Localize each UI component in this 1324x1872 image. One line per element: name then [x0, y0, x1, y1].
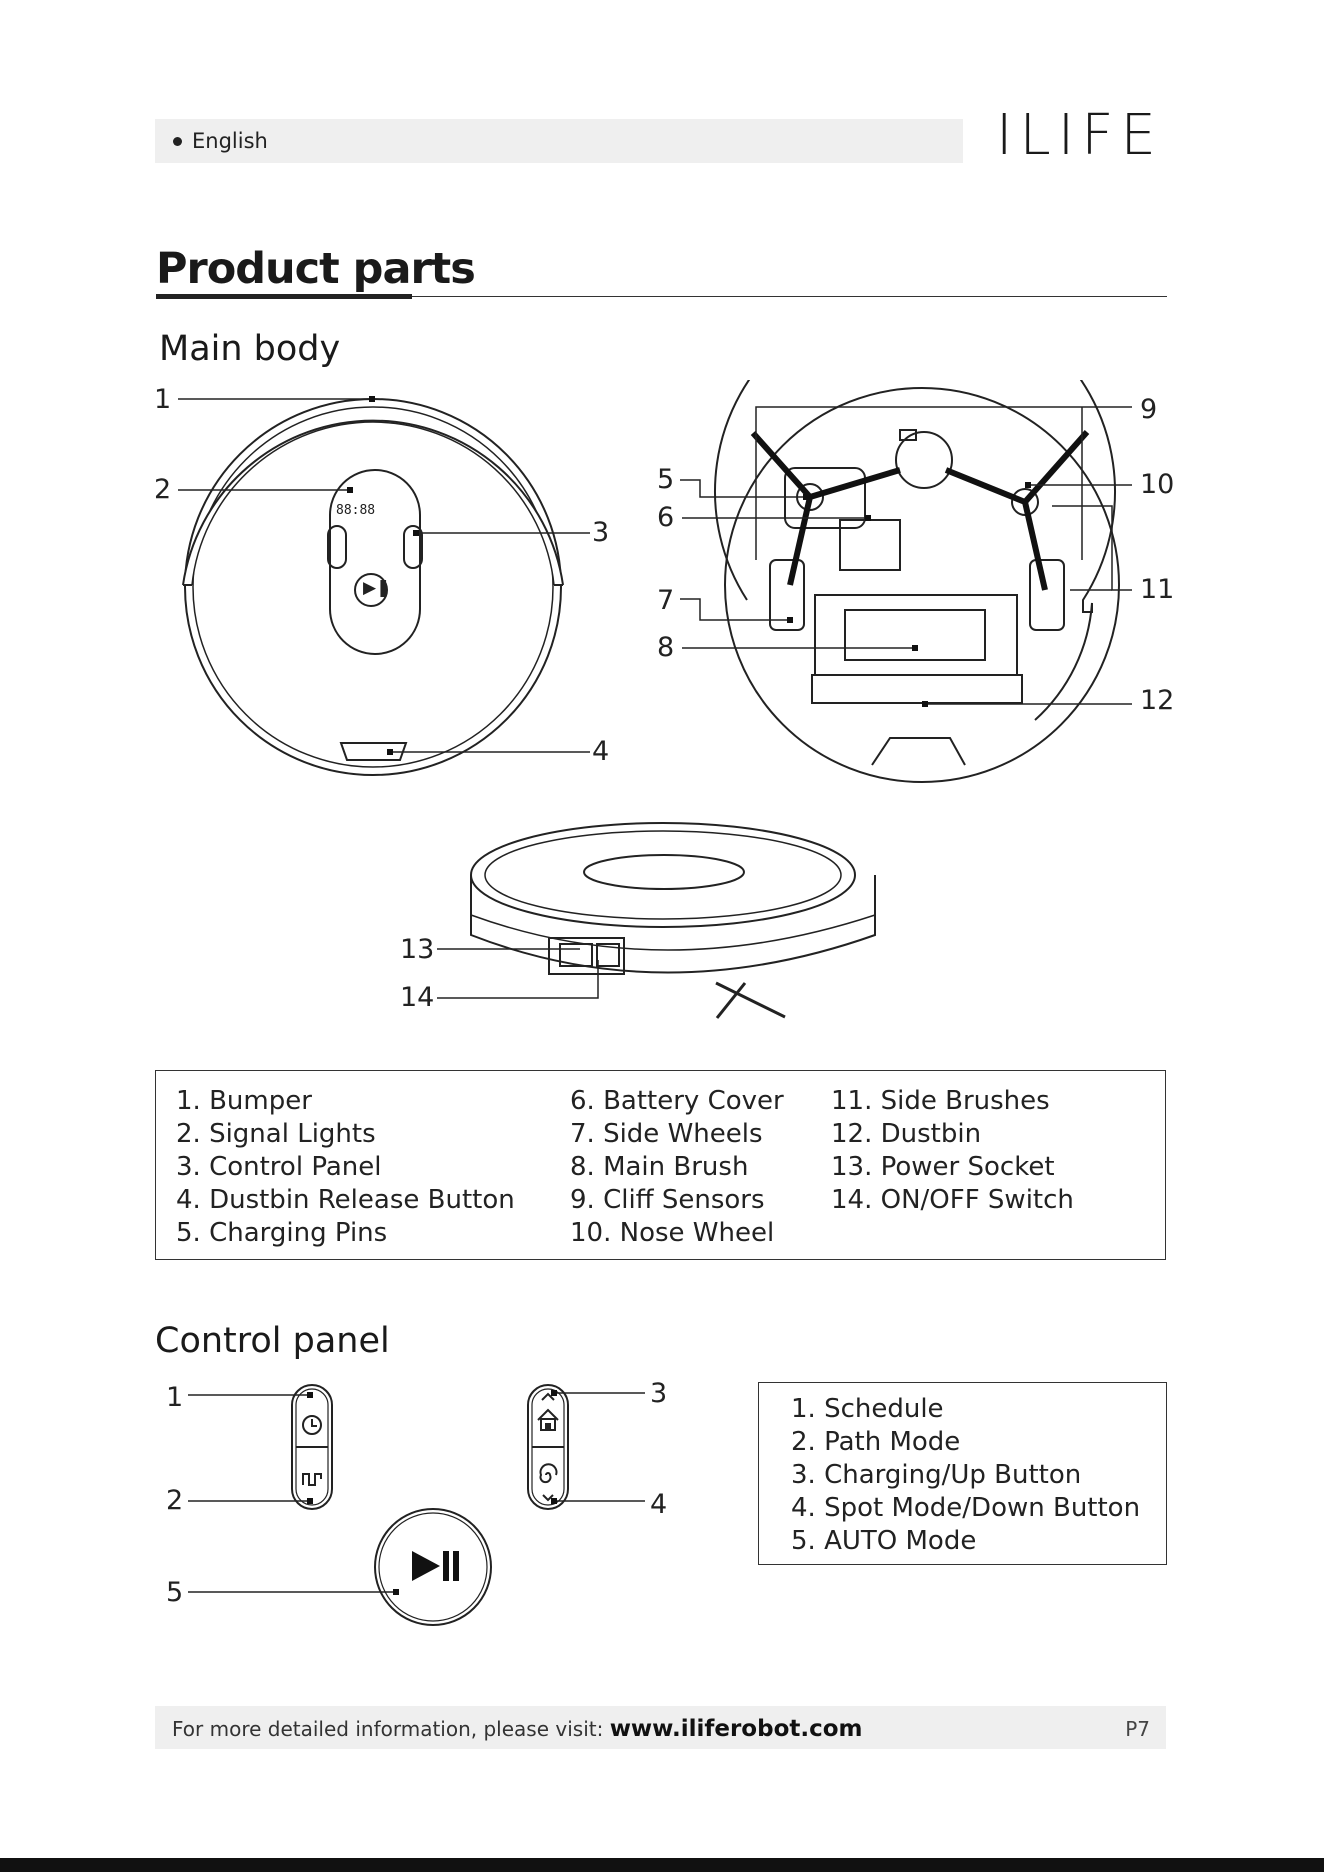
legend-column-3: 11. Side Brushes 12. Dustbin 13. Power S… — [831, 1085, 1074, 1217]
parts-legend: 1. Bumper 2. Signal Lights 3. Control Pa… — [155, 1070, 1166, 1260]
spiral-icon — [539, 1463, 558, 1502]
legend-item: 11. Side Brushes — [831, 1086, 1050, 1116]
legend-item: 12. Dustbin — [831, 1119, 982, 1149]
cp-callout-2: 2 — [166, 1485, 184, 1516]
legend-column-2: 6. Battery Cover 7. Side Wheels 8. Main … — [570, 1085, 784, 1250]
signal-lights-display: 88:88 — [336, 503, 376, 518]
language-bar: English — [155, 119, 963, 163]
callout-7: 7 — [657, 585, 675, 616]
legend-item: 2. Path Mode — [791, 1427, 961, 1457]
robot-side-view — [470, 822, 876, 1019]
path-icon — [302, 1473, 322, 1486]
robot-top-view — [182, 398, 564, 776]
clock-icon — [302, 1415, 322, 1435]
main-body-diagram — [178, 380, 1132, 1019]
cp-callout-3: 3 — [650, 1378, 668, 1409]
brand-logo: ILIFE — [996, 103, 1163, 168]
legend-item: 2. Signal Lights — [176, 1119, 376, 1149]
legend-item: 8. Main Brush — [570, 1152, 749, 1182]
callout-11: 11 — [1140, 574, 1175, 605]
legend-item: 5. Charging Pins — [176, 1218, 388, 1248]
title-underline — [156, 294, 412, 299]
callout-lines — [178, 398, 1132, 999]
callout-8: 8 — [657, 632, 675, 663]
legend-item: 7. Side Wheels — [570, 1119, 763, 1149]
main-body-heading: Main body — [159, 329, 341, 369]
robot-bottom-view — [714, 380, 1120, 783]
callout-5: 5 — [657, 464, 675, 495]
play-pause-icon: ▶❚ — [363, 578, 391, 598]
play-pause-icon — [412, 1551, 459, 1581]
callout-9: 9 — [1140, 394, 1158, 425]
bullet-icon — [173, 137, 182, 146]
callout-12: 12 — [1140, 685, 1175, 716]
title-divider — [156, 296, 1167, 297]
language-label: English — [192, 129, 268, 153]
legend-item: 4. Dustbin Release Button — [176, 1185, 515, 1215]
control-panel-heading: Control panel — [155, 1321, 390, 1361]
page-number: P7 — [1125, 1717, 1150, 1741]
footer-link[interactable]: www.iliferobot.com — [609, 1716, 863, 1742]
legend-item: 10. Nose Wheel — [570, 1218, 775, 1248]
legend-item: 4. Spot Mode/Down Button — [791, 1493, 1141, 1523]
legend-item: 5. AUTO Mode — [791, 1526, 977, 1556]
legend-item: 9. Cliff Sensors — [570, 1185, 765, 1215]
cp-callout-5: 5 — [166, 1577, 184, 1608]
page-title: Product parts — [156, 244, 476, 294]
callout-13: 13 — [400, 934, 435, 965]
bottom-edge — [0, 1858, 1324, 1872]
legend-item: 13. Power Socket — [831, 1152, 1055, 1182]
legend-item: 14. ON/OFF Switch — [831, 1185, 1074, 1215]
callout-3: 3 — [592, 517, 610, 548]
callout-2: 2 — [154, 474, 172, 505]
cp-callout-1: 1 — [166, 1382, 184, 1413]
footer-text: For more detailed information, please vi… — [172, 1717, 863, 1741]
legend-item: 1. Schedule — [791, 1394, 944, 1424]
callout-10: 10 — [1140, 469, 1175, 500]
callout-6: 6 — [657, 502, 675, 533]
legend-item: 6. Battery Cover — [570, 1086, 784, 1116]
control-panel-diagram — [188, 1384, 645, 1626]
legend-item: 3. Control Panel — [176, 1152, 382, 1182]
legend-item: 1. Bumper — [176, 1086, 312, 1116]
callout-14: 14 — [400, 982, 435, 1013]
footer-caption: For more detailed information, please vi… — [172, 1717, 610, 1741]
control-panel-legend: 1. Schedule 2. Path Mode 3. Charging/Up … — [758, 1382, 1167, 1565]
callout-4: 4 — [592, 736, 610, 767]
callout-1: 1 — [154, 384, 172, 415]
legend-column-1: 1. Bumper 2. Signal Lights 3. Control Pa… — [176, 1085, 515, 1250]
home-icon — [537, 1392, 559, 1431]
footer: For more detailed information, please vi… — [155, 1706, 1166, 1749]
legend-item: 3. Charging/Up Button — [791, 1460, 1082, 1490]
cp-callout-4: 4 — [650, 1489, 668, 1520]
